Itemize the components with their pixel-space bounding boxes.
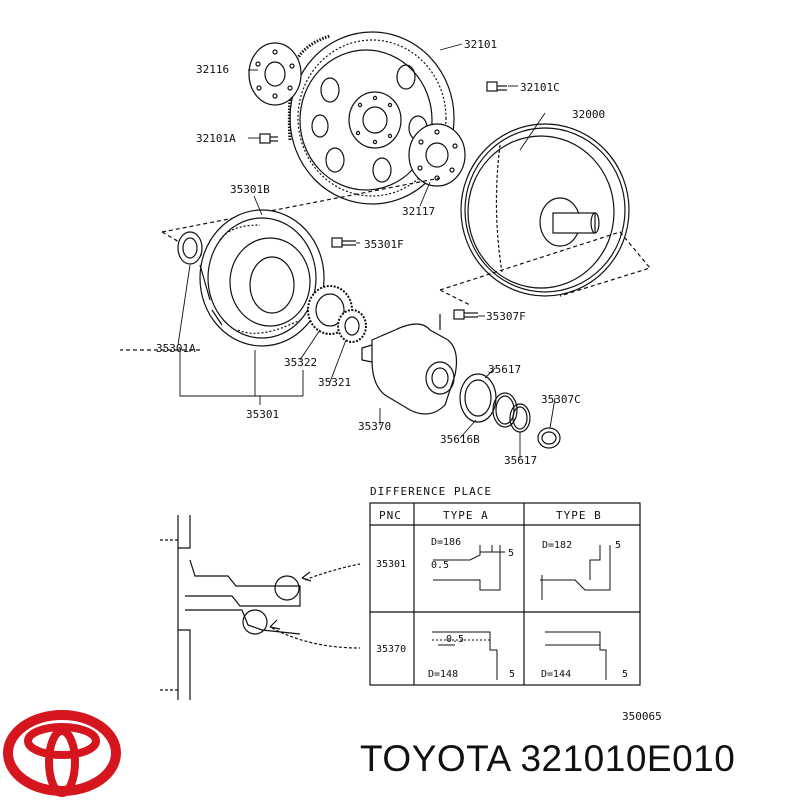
type-detail-sketches [432, 545, 611, 680]
difference-table-frame [369, 502, 641, 686]
pump-body-35301B [199, 209, 325, 347]
table-header-pnc: PNC [379, 509, 402, 522]
ring-35307C [537, 427, 561, 449]
leader-lines [177, 43, 556, 458]
table-header-type-a: TYPE A [443, 509, 489, 522]
row2-a-half: 0.5 [446, 634, 464, 645]
label-35301: 35301 [246, 408, 279, 421]
label-35301F: 35301F [364, 238, 404, 251]
table-title: DIFFERENCE PLACE [370, 485, 492, 498]
row2-pnc: 35370 [376, 644, 406, 655]
ring-35616B [459, 373, 497, 423]
ring-35617-a [492, 392, 518, 428]
plate-32117 [408, 123, 466, 187]
plate-32116 [248, 42, 302, 106]
toyota-logo-icon [3, 710, 121, 797]
label-35616B: 35616B [440, 433, 480, 446]
pump-cover-35370 [361, 323, 458, 415]
part-labels: 32101 32116 32101C 32000 32101A 32117 35… [156, 38, 605, 467]
label-32101: 32101 [464, 38, 497, 51]
table-header-type-b: TYPE B [556, 509, 602, 522]
row1-a-dim: D=186 [431, 537, 461, 548]
row2-b-dim: D=144 [541, 669, 571, 680]
difference-table: DIFFERENCE PLACE PNC TYPE A TYPE B 35301… [370, 485, 628, 680]
row1-a-five: 5 [508, 548, 514, 559]
row1-b-five: 5 [615, 540, 621, 551]
assembly-outline [120, 177, 652, 351]
label-35370: 35370 [358, 420, 391, 433]
label-35301B: 35301B [230, 183, 270, 196]
label-32101C: 32101C [520, 81, 560, 94]
oil-seal-35301A [177, 231, 203, 265]
row2-b-five: 5 [622, 669, 628, 680]
gear-35321 [337, 309, 367, 343]
label-32000: 32000 [572, 108, 605, 121]
label-35307F: 35307F [486, 310, 526, 323]
label-32117: 32117 [402, 205, 435, 218]
bolt-35301F [331, 237, 356, 248]
row2-a-dim: D=148 [428, 669, 458, 680]
torque-converter-32000 [460, 123, 630, 297]
brand-part-number-title: TOYOTA 321010E010 [360, 738, 736, 779]
row1-a-half: 0.5 [431, 560, 449, 571]
label-35321: 35321 [318, 376, 351, 389]
label-35301A: 35301A [156, 342, 196, 355]
diagram-code: 350065 [622, 710, 662, 723]
cross-section-detail [160, 515, 361, 700]
row2-a-five: 5 [509, 669, 515, 680]
bolt-32101C [486, 81, 507, 92]
label-35617-top: 35617 [488, 363, 521, 376]
row1-b-dim: D=182 [542, 540, 572, 551]
bolt-32101A [259, 133, 278, 144]
label-35322: 35322 [284, 356, 317, 369]
label-35617-bottom: 35617 [504, 454, 537, 467]
label-32101A: 32101A [196, 132, 236, 145]
ring-35617-b [509, 403, 531, 433]
bolt-35307F [439, 309, 478, 330]
label-32116: 32116 [196, 63, 229, 76]
row1-pnc: 35301 [376, 559, 406, 570]
label-35307C: 35307C [541, 393, 581, 406]
